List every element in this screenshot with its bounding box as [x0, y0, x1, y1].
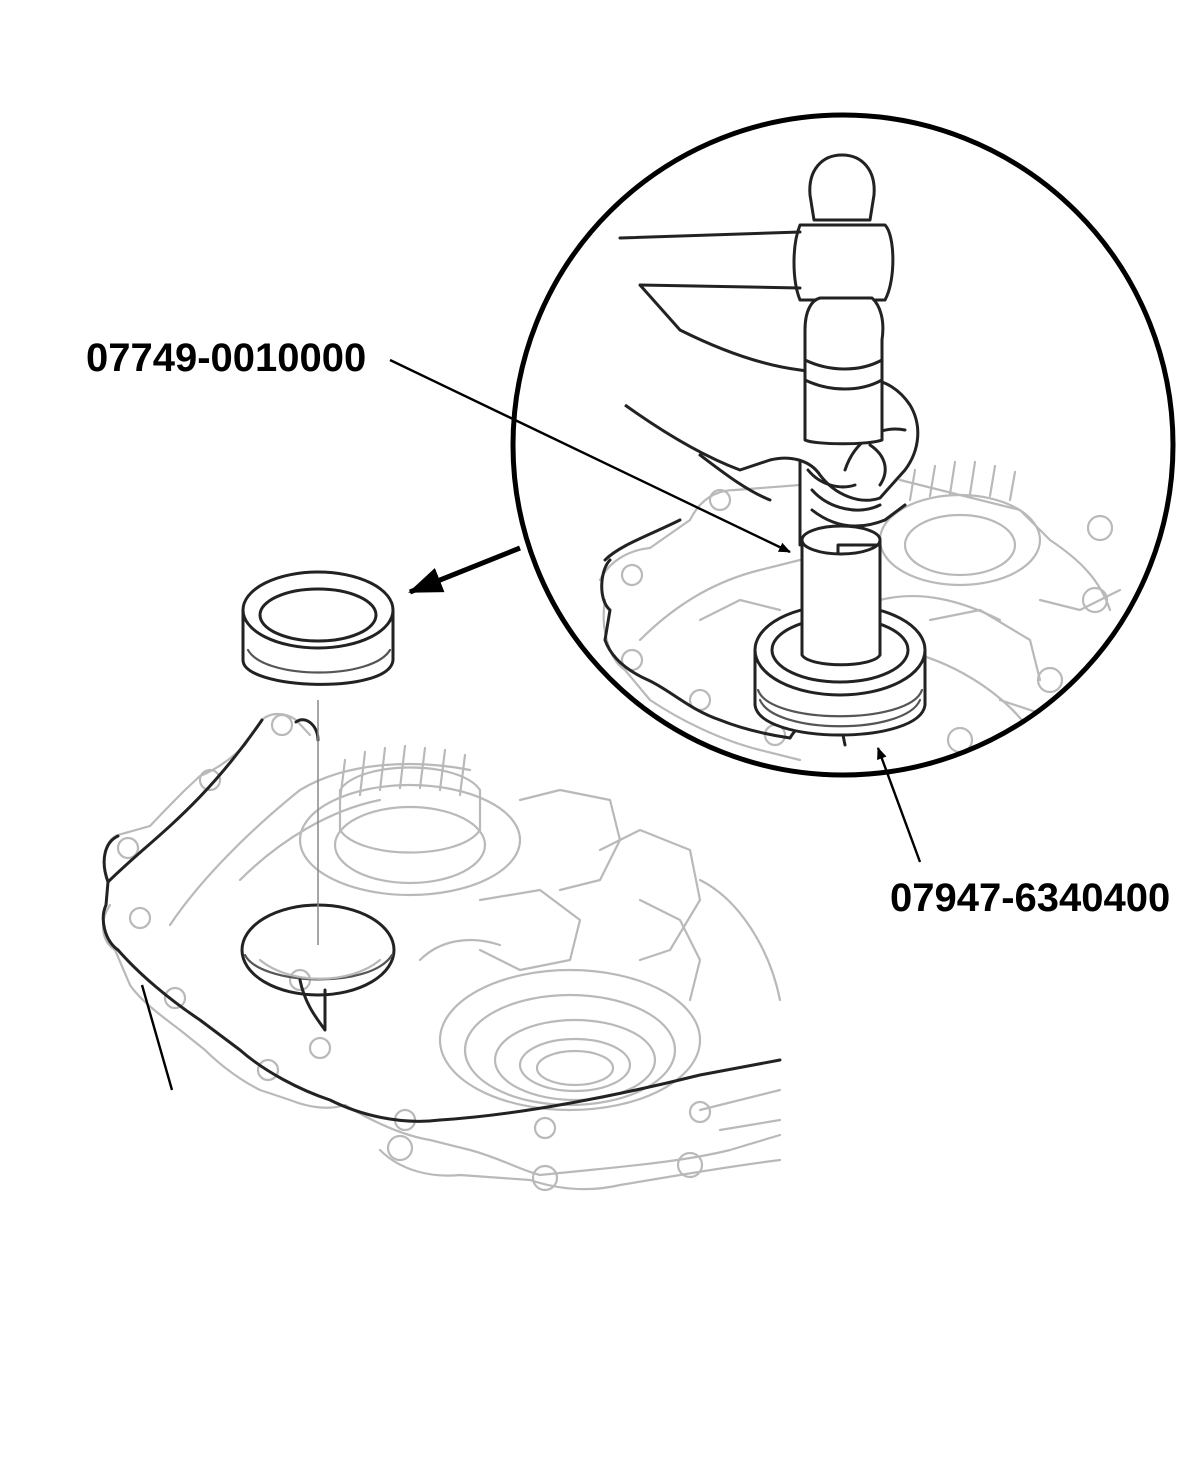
- detail-view: [510, 112, 1176, 778]
- attachment-tool: [753, 603, 927, 737]
- driver-part-number-label: 07749-0010000: [86, 336, 367, 380]
- bearing-race-icon: [241, 570, 395, 686]
- hammer-icon: [618, 153, 895, 446]
- driver-leader-line: [389, 358, 791, 554]
- attachment-leader-line: [876, 747, 922, 863]
- hand-icon: [624, 284, 920, 547]
- attachment-part-number-label: 07947-6340400: [890, 876, 1171, 920]
- transmission-case-icon: [101, 700, 782, 1192]
- driver-tool: [800, 524, 882, 667]
- removal-arrow: [408, 545, 521, 595]
